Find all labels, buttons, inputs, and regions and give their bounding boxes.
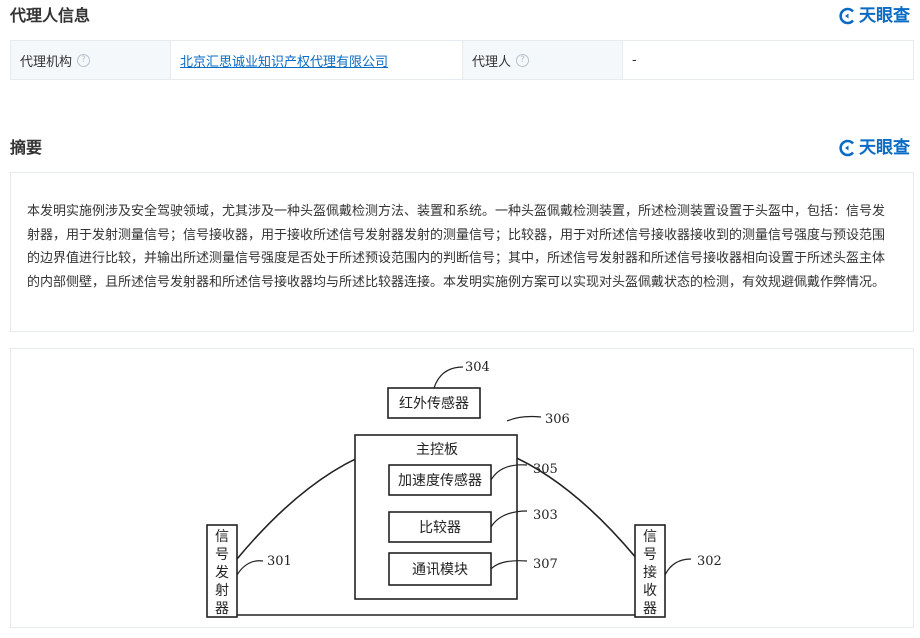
help-icon[interactable]: ? (516, 53, 530, 67)
abstract-text: 本发明实施例涉及安全驾驶领域，尤其涉及一种头盔佩戴检测方法、装置和系统。一种头盔… (27, 204, 886, 290)
tianyancha-logo: 天眼查 (839, 138, 910, 158)
helmet-number: 306 (545, 412, 570, 427)
transmitter-char: 号 (215, 547, 229, 563)
receiver-char: 接 (643, 564, 657, 581)
accel-leader-line (490, 464, 528, 481)
transmitter-leader-line (236, 560, 264, 576)
agency-link[interactable]: 北京汇思诚业知识产权代理有限公司 (180, 54, 389, 70)
receiver-char: 信 (643, 529, 657, 545)
agency-label-cell: 代理机构 ? (11, 41, 170, 79)
accelerometer-number: 305 (533, 462, 558, 477)
patent-figure[interactable]: 红外传感器 304 306 主控板 加速度传感器 305 比较器 303 通讯模… (10, 348, 914, 628)
comparator-leader-line (490, 510, 528, 528)
helmet-diagram: 红外传感器 304 306 主控板 加速度传感器 305 比较器 303 通讯模… (206, 360, 722, 618)
comparator-label: 比较器 (419, 520, 461, 536)
transmitter-char: 器 (215, 601, 229, 617)
infrared-sensor-box (387, 387, 481, 419)
agent-info-table: 代理机构 ? 北京汇思诚业知识产权代理有限公司 代理人 ? - (10, 40, 914, 80)
agent-value: - (632, 52, 637, 68)
tianyancha-logo-icon (839, 7, 854, 25)
helmet-leader-line (506, 415, 542, 422)
transmitter-char: 发 (215, 565, 229, 581)
tianyancha-logo-icon (839, 139, 854, 157)
abstract-box: 本发明实施例涉及安全驾驶领域，尤其涉及一种头盔佩戴检测方法、装置和系统。一种头盔… (10, 172, 914, 332)
receiver-number: 302 (697, 554, 722, 569)
agent-section-title: 代理人信息 (10, 6, 91, 25)
sensor-number: 304 (465, 360, 490, 375)
transmitter-char: 射 (215, 583, 229, 599)
receiver-char: 号 (643, 547, 657, 563)
sensor-leader-line (433, 366, 464, 389)
accelerometer-box (388, 464, 492, 496)
transmitter-box (206, 524, 238, 618)
brand-text: 天眼查 (859, 6, 910, 26)
transmitter-number: 301 (267, 554, 292, 569)
receiver-char: 器 (643, 601, 657, 617)
brand-text: 天眼查 (859, 138, 910, 158)
accelerometer-label: 加速度传感器 (398, 472, 482, 489)
agent-label: 代理人 (472, 54, 512, 70)
comm-leader-line (490, 560, 528, 570)
abstract-section-title: 摘要 (10, 138, 43, 157)
agent-value-cell: - (622, 41, 913, 79)
receiver-box (634, 524, 666, 618)
comm-module-label: 通讯模块 (412, 562, 468, 578)
agency-label: 代理机构 (20, 54, 73, 70)
agency-value-cell: 北京汇思诚业知识产权代理有限公司 (170, 41, 462, 79)
tianyancha-logo: 天眼查 (839, 6, 910, 26)
infrared-sensor-label: 红外传感器 (399, 395, 469, 412)
receiver-leader-line (664, 558, 692, 576)
comparator-number: 303 (533, 508, 558, 523)
comparator-box (388, 511, 492, 543)
receiver-char: 收 (643, 583, 657, 599)
transmitter-char: 信 (215, 529, 229, 545)
help-icon[interactable]: ? (77, 53, 91, 67)
main-board-label: 主控板 (416, 442, 458, 458)
agent-label-cell: 代理人 ? (462, 41, 622, 79)
comm-module-number: 307 (533, 557, 558, 572)
